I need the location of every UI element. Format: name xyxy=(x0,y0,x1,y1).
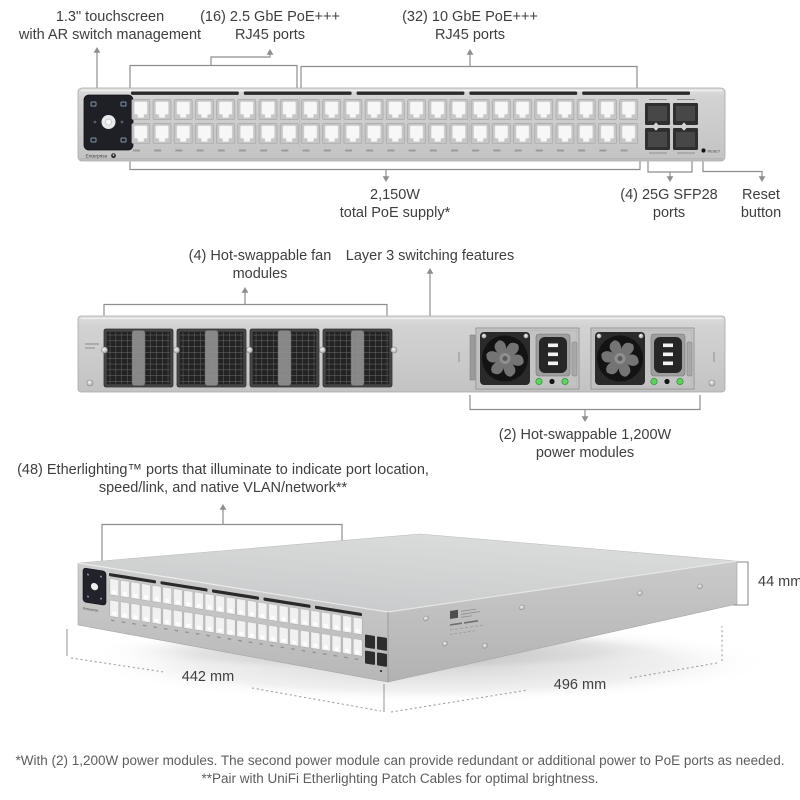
dimension-height: 44 mm xyxy=(758,574,800,590)
callout-touchscreen: 1.3" touchscreen with AR switch manageme… xyxy=(18,9,202,44)
front-switch-illustration: Enterprise xyxy=(77,87,726,162)
etherlighting-strips xyxy=(131,91,690,95)
iso-front-face: Enterprise xyxy=(82,567,387,673)
callout-reset: Reset button xyxy=(740,187,782,222)
svg-text:Enterprise: Enterprise xyxy=(83,606,99,612)
footnote-etherlighting: **Pair with UniFi Etherlighting Patch Ca… xyxy=(201,770,599,786)
callout-fans: (4) Hot-swappable fan modules xyxy=(188,248,332,283)
regulatory-label xyxy=(450,608,484,635)
reset-button: RESET xyxy=(701,148,721,153)
touchscreen xyxy=(83,94,134,151)
dimension-depth: 496 mm xyxy=(553,677,607,693)
iso-sfp-ports xyxy=(365,634,387,667)
callout-ports16: (16) 2.5 GbE PoE+++ RJ45 ports xyxy=(200,9,340,44)
callout-arrowheads xyxy=(93,47,766,510)
iso-port-bank-bottom xyxy=(109,599,363,657)
callout-ports32: (32) 10 GbE PoE+++ RJ45 ports xyxy=(402,9,538,44)
callout-psu: (2) Hot-swappable 1,200W power modules xyxy=(498,427,672,462)
footnote-power: *With (2) 1,200W power modules. The seco… xyxy=(15,753,785,768)
dimension-width: 442 mm xyxy=(181,669,235,685)
rj45-port-bank xyxy=(130,99,639,144)
svg-text:RESET: RESET xyxy=(708,149,721,153)
callout-sfp: (4) 25G SFP28 ports xyxy=(620,187,718,222)
callout-layer3: Layer 3 switching features xyxy=(345,248,515,264)
callout-etherlighting: (48) Etherlighting™ ports that illuminat… xyxy=(17,462,429,497)
brand-label: Enterprise xyxy=(86,154,108,160)
callout-connector-lines xyxy=(96,52,763,604)
footnotes: *With (2) 1,200W power modules. The seco… xyxy=(0,752,800,788)
iso-port-bank-top xyxy=(109,577,363,636)
callout-poe-supply: 2,150W total PoE supply* xyxy=(339,187,451,222)
iso-etherlighting-strips xyxy=(109,573,362,617)
iso-side-face xyxy=(423,583,703,649)
rear-switch-illustration xyxy=(77,315,726,393)
iso-switch-illustration: Enterprise xyxy=(77,533,775,703)
sfp28-ports xyxy=(645,99,698,154)
